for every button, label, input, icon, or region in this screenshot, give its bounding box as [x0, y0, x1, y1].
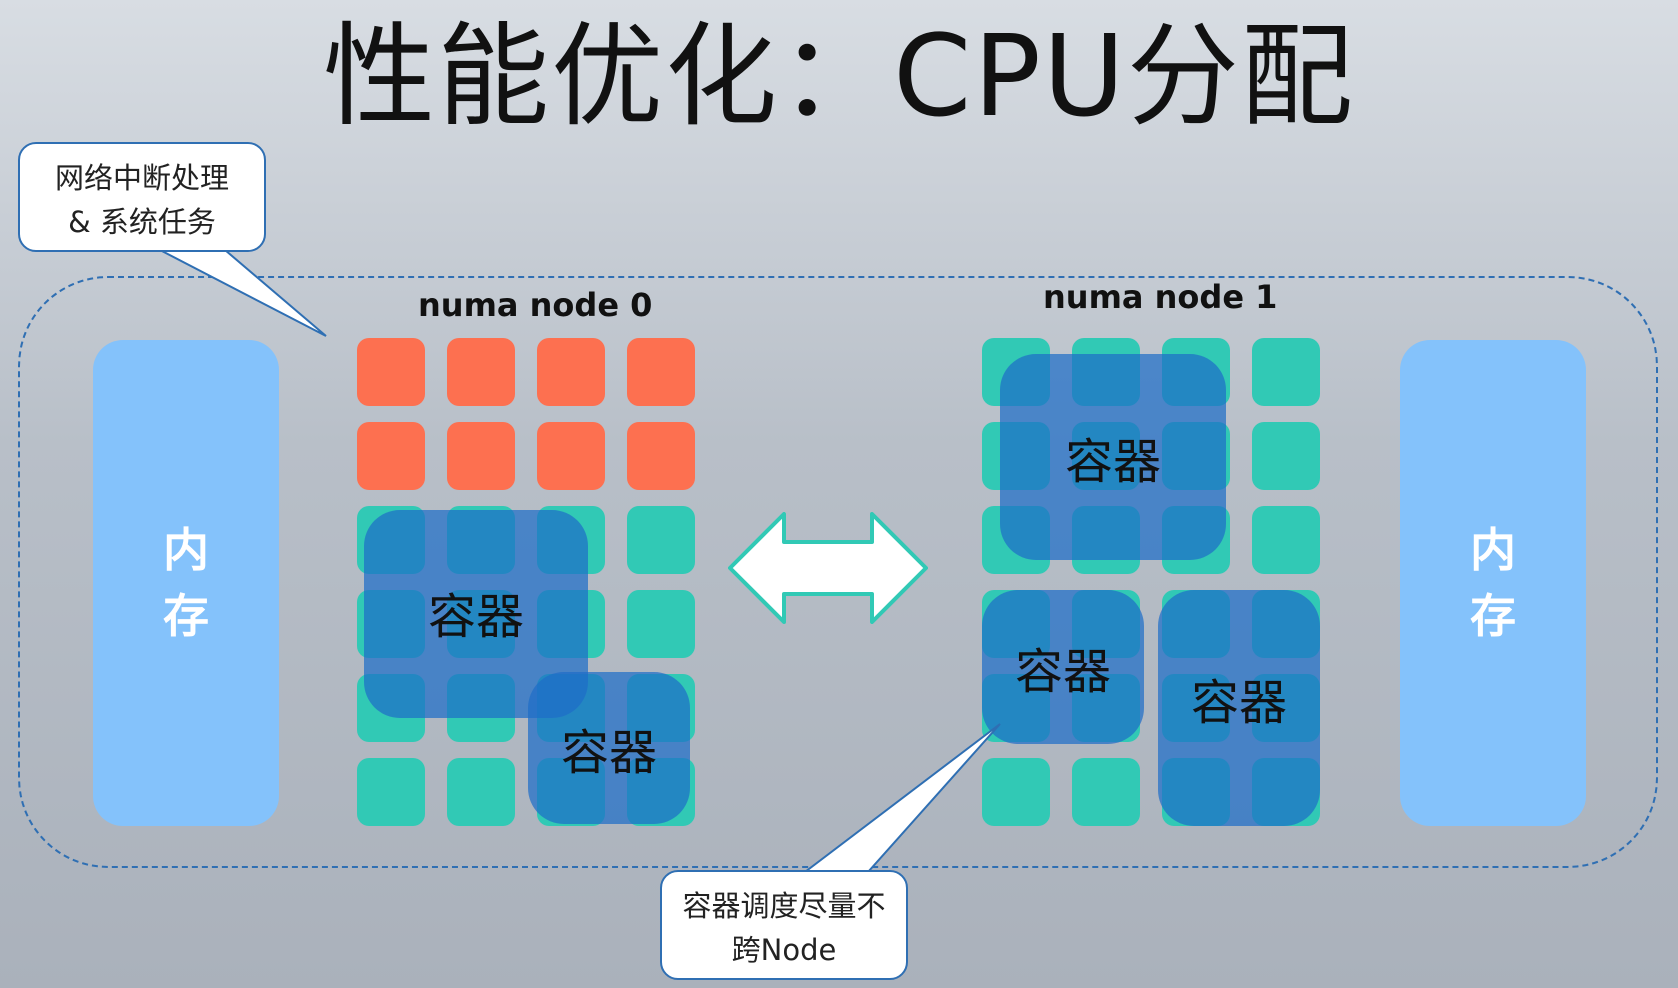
memory-label-char: 存: [163, 589, 209, 643]
cpu-core: [627, 590, 695, 658]
callout-text: & 系统任务: [68, 205, 216, 239]
callout-text: 容器调度尽量不: [682, 889, 886, 923]
numa-node-1-label: numa node 1: [1043, 278, 1278, 316]
callout-scheduling: 容器调度尽量不 跨Node: [660, 870, 908, 980]
container-label: 容器: [427, 589, 524, 645]
page-title: 性能优化：CPU分配: [323, 12, 1355, 142]
double-arrow-icon: [728, 512, 928, 624]
container-block: 容器: [982, 590, 1144, 744]
memory-block-right: 内 存: [1400, 340, 1586, 826]
cpu-core: [1072, 758, 1140, 826]
container-block: 容器: [1158, 590, 1320, 826]
memory-block-left: 内 存: [93, 340, 279, 826]
memory-label-char: 存: [1470, 589, 1516, 643]
numa-node-0-label: numa node 0: [418, 286, 653, 324]
cpu-core-system: [537, 422, 605, 490]
cpu-core-system: [627, 422, 695, 490]
cpu-core: [1252, 506, 1320, 574]
cpu-core: [1252, 338, 1320, 406]
container-label: 容器: [560, 725, 657, 781]
cpu-core: [1252, 422, 1320, 490]
cpu-core-system: [447, 338, 515, 406]
cpu-core-system: [447, 422, 515, 490]
cpu-core-system: [627, 338, 695, 406]
cpu-core: [447, 758, 515, 826]
callout-text: 网络中断处理: [54, 161, 229, 195]
container-label: 容器: [1190, 675, 1287, 731]
cpu-core-system: [537, 338, 605, 406]
memory-label-char: 内: [1470, 523, 1516, 577]
cpu-core: [357, 758, 425, 826]
cpu-core-system: [357, 422, 425, 490]
cpu-core: [627, 506, 695, 574]
container-label: 容器: [1064, 434, 1161, 490]
cpu-core-system: [357, 338, 425, 406]
callout-system-tasks: 网络中断处理 & 系统任务: [18, 142, 266, 252]
container-label: 容器: [1014, 644, 1111, 700]
container-block: 容器: [528, 672, 690, 824]
memory-label-char: 内: [163, 523, 209, 577]
callout-text: 跨Node: [731, 933, 837, 967]
container-block: 容器: [1000, 354, 1226, 560]
cpu-core: [982, 758, 1050, 826]
